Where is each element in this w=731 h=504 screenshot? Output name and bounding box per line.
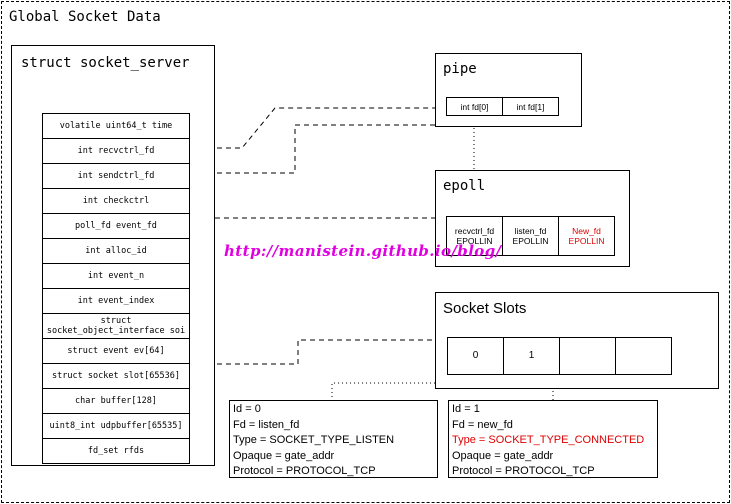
field-sendctrl-fd: int sendctrl_fd — [42, 163, 190, 189]
field-buffer: char buffer[128] — [42, 388, 190, 414]
pipe-title: pipe — [443, 61, 477, 77]
field-soi: struct socket_object_interface soi — [42, 313, 190, 339]
epoll-listen-name: listen_fd — [514, 226, 547, 236]
epoll-recvctrl-flag: EPOLLIN — [456, 236, 493, 246]
epoll-title: epoll — [443, 178, 486, 194]
slot0-id: Id = 0 — [233, 403, 261, 415]
field-event-fd: poll_fd event_fd — [42, 213, 190, 239]
slot0-info-box: Id = 0 Fd = listen_fd Type = SOCKET_TYPE… — [229, 400, 438, 478]
slot1-id: Id = 1 — [452, 403, 480, 415]
field-event-n: int event_n — [42, 263, 190, 289]
slot1-opaque: Opaque = gate_addr — [452, 449, 554, 462]
blog-watermark: http://manistein.github.io/blog/ — [224, 242, 502, 260]
connector-eventfd-to-epoll — [190, 217, 445, 221]
slot-cell-1: 1 — [503, 337, 560, 375]
slot1-protocol: Protocol = PROTOCOL_TCP — [452, 465, 595, 477]
pipe-fd0: int fd[0] — [446, 97, 503, 116]
field-checkctrl: int checkctrl — [42, 188, 190, 214]
field-rfds: fd_set rfds — [42, 438, 190, 464]
field-event-index: int event_index — [42, 288, 190, 314]
epoll-recvctrl-name: recvctrl_fd — [454, 226, 495, 236]
connector-recvctrl-to-pipe — [190, 107, 445, 149]
socket-server-field-list: volatile uint64_t time int recvctrl_fd i… — [42, 113, 190, 464]
slot0-type: Type = SOCKET_TYPE_LISTEN — [233, 434, 395, 446]
epoll-listen-cell: listen_fd EPOLLIN — [502, 216, 559, 256]
slot0-fd: Fd = listen_fd — [233, 418, 300, 431]
epoll-newfd-name: New_fd — [572, 226, 601, 236]
connector-slot-to-slots — [190, 339, 447, 365]
pipe-fd1: int fd[1] — [502, 97, 559, 116]
global-title: Global Socket Data — [9, 9, 161, 25]
field-udpbuffer: uint8_int udpbuffer[65535] — [42, 413, 190, 439]
epoll-newfd-flag: EPOLLIN — [568, 236, 605, 246]
slot0-opaque: Opaque = gate_addr — [233, 449, 335, 462]
slot0-protocol: Protocol = PROTOCOL_TCP — [233, 465, 376, 477]
epoll-listen-flag: EPOLLIN — [512, 236, 549, 246]
field-ev: struct event ev[64] — [42, 338, 190, 364]
slot1-info-box: Id = 1 Fd = new_fd Type = SOCKET_TYPE_CO… — [448, 400, 658, 478]
slot-cell-2 — [559, 337, 616, 375]
field-recvctrl-fd: int recvctrl_fd — [42, 138, 190, 164]
socket-slots-title: Socket Slots — [443, 300, 527, 317]
field-alloc-id: int alloc_id — [42, 238, 190, 264]
slot1-fd: Fd = new_fd — [452, 418, 513, 431]
socket-server-title: struct socket_server — [21, 55, 190, 71]
field-time: volatile uint64_t time — [42, 113, 190, 139]
slot-cell-0: 0 — [447, 337, 504, 375]
field-slot: struct socket slot[65536] — [42, 363, 190, 389]
slot1-type: Type = SOCKET_TYPE_CONNECTED — [452, 434, 645, 446]
slot-cell-3 — [615, 337, 672, 375]
epoll-newfd-cell: New_fd EPOLLIN — [558, 216, 615, 256]
